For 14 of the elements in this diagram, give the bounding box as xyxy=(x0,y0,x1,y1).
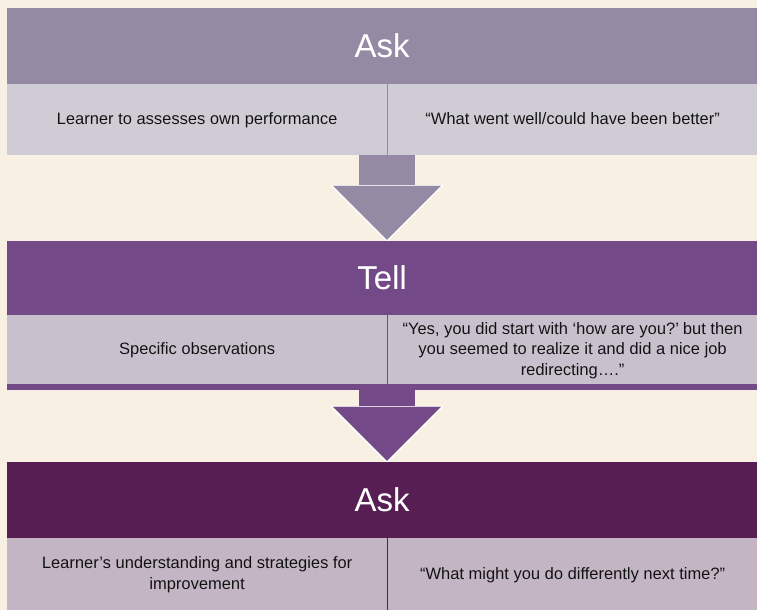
section-band xyxy=(7,241,757,390)
description-panel: Specific observations xyxy=(7,315,387,384)
quote-panel: “What might you do differently next time?” xyxy=(388,538,757,610)
description-panel: Learner’s understanding and strategies for improvement xyxy=(7,538,387,610)
block-arrow xyxy=(330,390,444,463)
description-panel: Learner to assesses own performance xyxy=(7,84,387,155)
stage-heading: Tell xyxy=(356,258,408,298)
stage-heading: Ask xyxy=(353,480,410,520)
block-arrow xyxy=(330,155,444,242)
quote-panel: “Yes, you did start with ‘how are you?’ but then you seemed to realize it and did a nice job redirecting….” xyxy=(388,315,757,384)
section-band xyxy=(7,8,757,155)
quote-panel: “What went well/could have been better” xyxy=(388,84,757,155)
section-band xyxy=(7,462,757,610)
stage-heading: Ask xyxy=(353,26,410,66)
